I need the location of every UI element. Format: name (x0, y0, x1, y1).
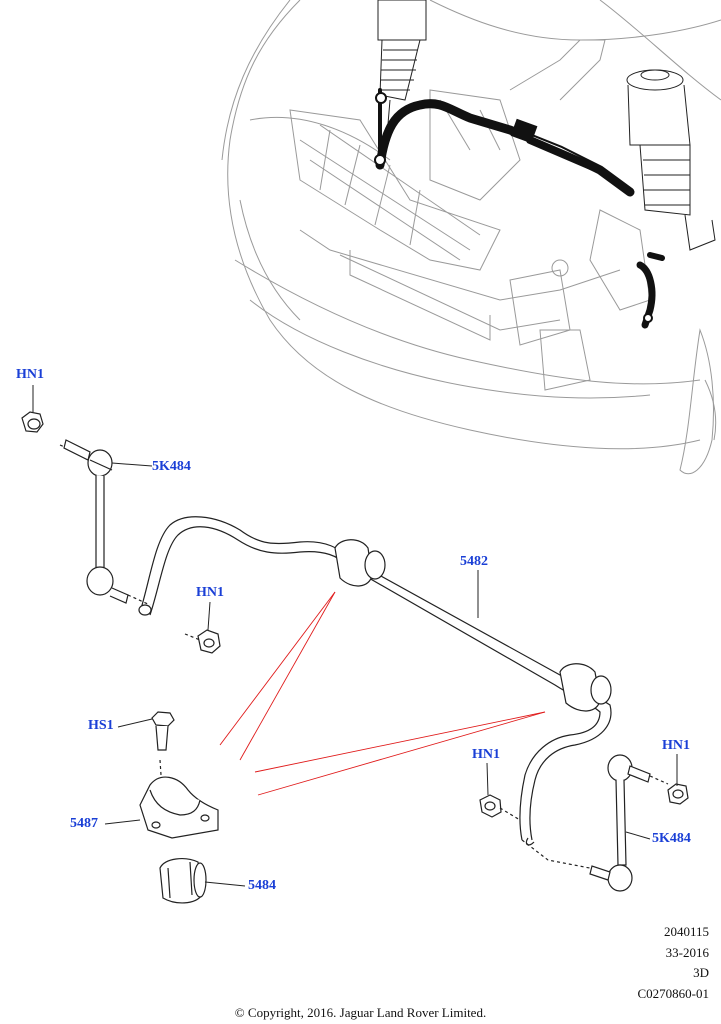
nut-right (667, 783, 689, 805)
drop-link-right (589, 754, 669, 892)
diagram-reference: C0270860-01 (637, 986, 710, 1001)
bolt-hs1 (151, 711, 175, 791)
drop-link-left (59, 439, 151, 606)
callout-hn1-top-left[interactable]: HN1 (16, 367, 44, 382)
air-strut-right (626, 69, 716, 251)
callout-5k484-right[interactable]: 5K484 (652, 831, 691, 846)
nut-mid-left (184, 629, 221, 654)
callout-hn1-mid-left[interactable]: HN1 (196, 585, 224, 600)
anti-roll-bar (138, 516, 612, 871)
callout-5k484-left[interactable]: 5K484 (152, 459, 191, 474)
diagram-date-code: 33-2016 (665, 945, 709, 960)
location-indicator-lines (219, 591, 546, 796)
copyright-notice: © Copyright, 2016. Jaguar Land Rover Lim… (234, 1005, 487, 1020)
nut-top-left (21, 411, 44, 433)
bushing (159, 858, 207, 904)
diagram-view-type: 3D (693, 965, 709, 980)
diagram-code: 2040115 (663, 924, 709, 939)
callout-5484[interactable]: 5484 (248, 878, 276, 893)
callout-hs1[interactable]: HS1 (88, 718, 114, 733)
vehicle-anti-roll-bar (374, 88, 665, 329)
callout-leaders (32, 385, 678, 887)
nut-center (479, 794, 521, 821)
callout-hn1-right[interactable]: HN1 (662, 738, 690, 753)
callout-5482[interactable]: 5482 (460, 554, 488, 569)
vehicle-front-illustration (221, 0, 721, 475)
callout-hn1-center[interactable]: HN1 (472, 747, 500, 762)
clamp-bracket (139, 776, 219, 839)
callout-5487[interactable]: 5487 (70, 816, 98, 831)
